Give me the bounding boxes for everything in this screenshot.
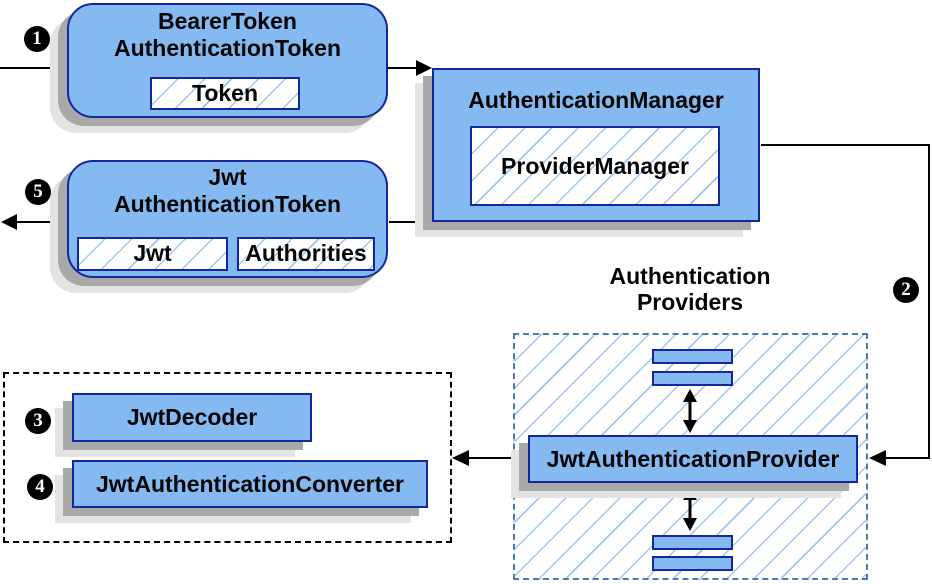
outgoing-authentication-arrowhead-icon xyxy=(1,214,17,230)
jwt-token-title-line1: Jwt xyxy=(208,164,247,190)
provider-stack-bar xyxy=(652,371,733,386)
jwt-authentication-provider-box: JwtAuthenticationProvider xyxy=(528,435,858,483)
jwt-authentication-token-box: Jwt AuthenticationToken Jwt Authorities xyxy=(67,160,388,278)
token-to-manager-arrowhead-icon xyxy=(416,60,432,76)
step-4-badge: 4 xyxy=(27,474,53,500)
step-3-badge: 3 xyxy=(25,408,51,434)
manager-to-provider-line xyxy=(761,144,930,459)
provider-to-decoder-arrowhead-icon xyxy=(452,450,469,466)
bearer-token-title-line1: BearerToken xyxy=(158,8,297,34)
double-arrow-top-icon xyxy=(683,389,697,433)
step-2-badge: 2 xyxy=(893,277,919,303)
authentication-providers-label: Authentication Providers xyxy=(540,263,840,315)
authorities-field: Authorities xyxy=(237,237,375,271)
jwt-decoder-box: JwtDecoder xyxy=(72,393,312,442)
token-field: Token xyxy=(150,77,300,110)
authentication-manager-title: AuthenticationManager xyxy=(468,87,724,113)
provider-stack-bar xyxy=(652,556,733,571)
double-arrow-bottom-icon xyxy=(683,487,697,531)
authentication-providers-label-line1: Authentication xyxy=(609,263,771,289)
step-1-badge: 1 xyxy=(24,26,50,52)
jwt-field: Jwt xyxy=(77,237,228,271)
bearer-token-title-line2: AuthenticationToken xyxy=(113,35,341,61)
bearer-token-authentication-token-box: BearerToken AuthenticationToken Token xyxy=(67,3,388,118)
manager-to-provider-arrowhead-icon xyxy=(869,450,886,466)
jwt-authentication-converter-box: JwtAuthenticationConverter xyxy=(72,460,428,508)
provider-stack-bar xyxy=(652,349,733,364)
authentication-manager-box: AuthenticationManager ProviderManager xyxy=(432,68,760,222)
authentication-providers-label-line2: Providers xyxy=(636,289,744,315)
provider-stack-bar xyxy=(652,535,733,550)
step-5-badge: 5 xyxy=(25,179,51,205)
provider-manager-box: ProviderManager xyxy=(470,126,720,206)
jwt-token-title-line2: AuthenticationToken xyxy=(113,191,341,217)
